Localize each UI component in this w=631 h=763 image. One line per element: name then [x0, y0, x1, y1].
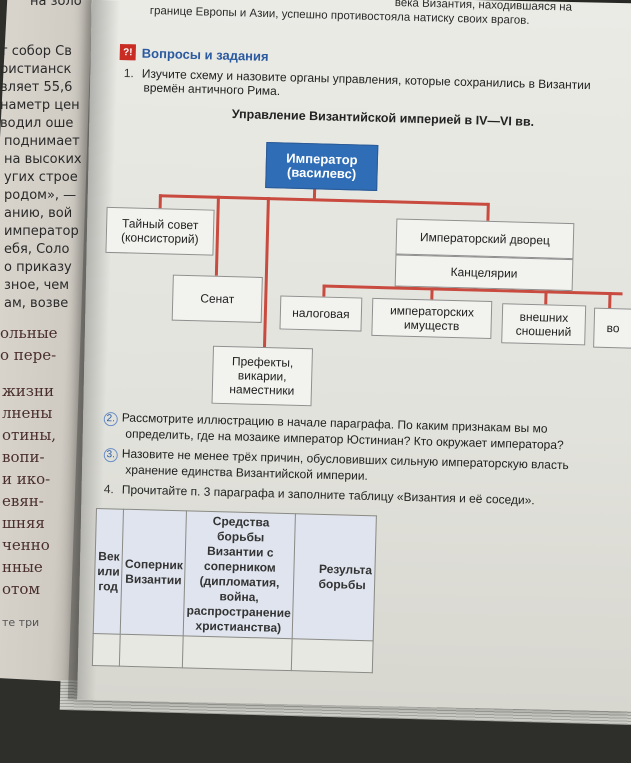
left-fragment: те три: [2, 616, 40, 629]
table-header-row: Век или год Соперник Византии Средства б…: [93, 508, 376, 641]
left-fragment: наметр цен: [0, 98, 80, 113]
left-fragment: ольные: [0, 324, 58, 342]
left-fragment: водил оше: [0, 116, 74, 131]
left-fragment: отом: [2, 580, 41, 598]
left-fragment: император: [4, 224, 79, 239]
left-fragment: и ико-: [2, 470, 51, 488]
office-label: налоговая: [292, 305, 350, 322]
header-text: Византии: [125, 571, 182, 588]
secret-council-sublabel: (консисторий): [120, 230, 199, 247]
palace-label: Императорский дворец: [419, 230, 551, 248]
header-cell: Соперник Византии: [120, 509, 187, 636]
left-fragment: нные: [2, 558, 43, 576]
header-text: христианства): [195, 618, 282, 635]
left-fragment: шняя: [2, 514, 45, 532]
senate-box: Сенат: [171, 274, 263, 323]
left-fragment: т собор Св: [0, 44, 72, 59]
header-text: Византии с соперником: [203, 543, 276, 575]
emperor-sublabel: (василевс): [286, 164, 357, 182]
task-number-circle-icon: 3.: [103, 447, 118, 463]
header-text: Век: [98, 548, 120, 564]
header-text: Соперник: [124, 556, 183, 573]
left-fragment: на высоких: [4, 152, 82, 167]
prefects-label: викарии,: [237, 368, 287, 384]
header-text: борьбы: [318, 576, 366, 593]
left-fragment: жизни: [2, 382, 54, 400]
prefects-box: Префекты, викарии, наместники: [211, 345, 313, 407]
table-cell[interactable]: [291, 638, 373, 673]
office-label: императорских: [389, 303, 475, 320]
left-fragment: о приказу: [4, 260, 72, 275]
connector-line: [544, 290, 548, 305]
connector-line: [322, 284, 326, 297]
left-fragment: о пере-: [0, 346, 57, 364]
office-box-property: императорских имуществ: [371, 297, 493, 339]
left-fragment: ам, возве: [4, 296, 69, 311]
emperor-box: Император (василевс): [265, 142, 379, 191]
office-label: имуществ: [403, 317, 460, 334]
byzantium-neighbours-table: Век или год Соперник Византии Средства б…: [92, 508, 377, 673]
table-cell[interactable]: [119, 634, 184, 668]
office-label: внешних: [519, 309, 569, 325]
left-fragment: ченно: [2, 536, 50, 554]
left-fragment: родом», —: [4, 188, 77, 203]
connector-line: [214, 195, 220, 276]
secret-council-box: Тайный совет (консисторий): [105, 206, 215, 256]
left-fragment: евян-: [2, 492, 44, 510]
left-fragment: на золо: [30, 0, 82, 9]
task-number-circle-icon: 2.: [103, 411, 118, 427]
task-number: 4.: [103, 482, 115, 497]
table-cell[interactable]: [92, 633, 121, 667]
left-fragment: вляет 55,6: [0, 80, 73, 95]
left-fragment: анию, вой: [4, 206, 73, 221]
left-fragment: зное, чем: [4, 278, 70, 293]
chancelleries-label: Канцелярии: [450, 264, 518, 281]
header-cell: Век или год: [93, 508, 124, 635]
senate-label: Сенат: [200, 291, 235, 307]
office-box-cutoff: во: [593, 307, 631, 349]
left-fragment: отины,: [2, 426, 57, 444]
palace-box: Императорский дворец: [395, 218, 575, 260]
connector-line: [263, 197, 270, 348]
office-box-foreign: внешних сношений: [501, 303, 587, 346]
left-fragment: ристианск: [0, 62, 72, 77]
office-label: сношений: [515, 323, 572, 340]
office-label: во: [606, 320, 620, 336]
left-fragment: вопи-: [2, 448, 45, 466]
header-text: или год: [97, 563, 120, 594]
header-cell: Средства борьбы Византии с соперником (д…: [183, 510, 296, 639]
header-cell: Результа борьбы: [292, 513, 376, 641]
table-cell[interactable]: [182, 635, 293, 671]
left-fragment: поднимает: [4, 134, 80, 149]
connector-line: [430, 287, 434, 300]
left-fragment: ебя, Соло: [4, 242, 70, 257]
connector-line: [608, 292, 612, 309]
header-text: (дипломатия, война,: [199, 573, 280, 605]
office-box-tax: налоговая: [279, 295, 363, 332]
header-text: Результа: [318, 561, 373, 578]
left-fragment: угих строе: [4, 170, 78, 185]
header-text: Средства борьбы: [212, 514, 270, 545]
connector-line: [158, 194, 489, 206]
prefects-label: наместники: [229, 382, 295, 398]
left-fragment: лнены: [2, 404, 53, 422]
chancelleries-box: Канцелярии: [394, 254, 574, 292]
table-row: [92, 633, 373, 673]
